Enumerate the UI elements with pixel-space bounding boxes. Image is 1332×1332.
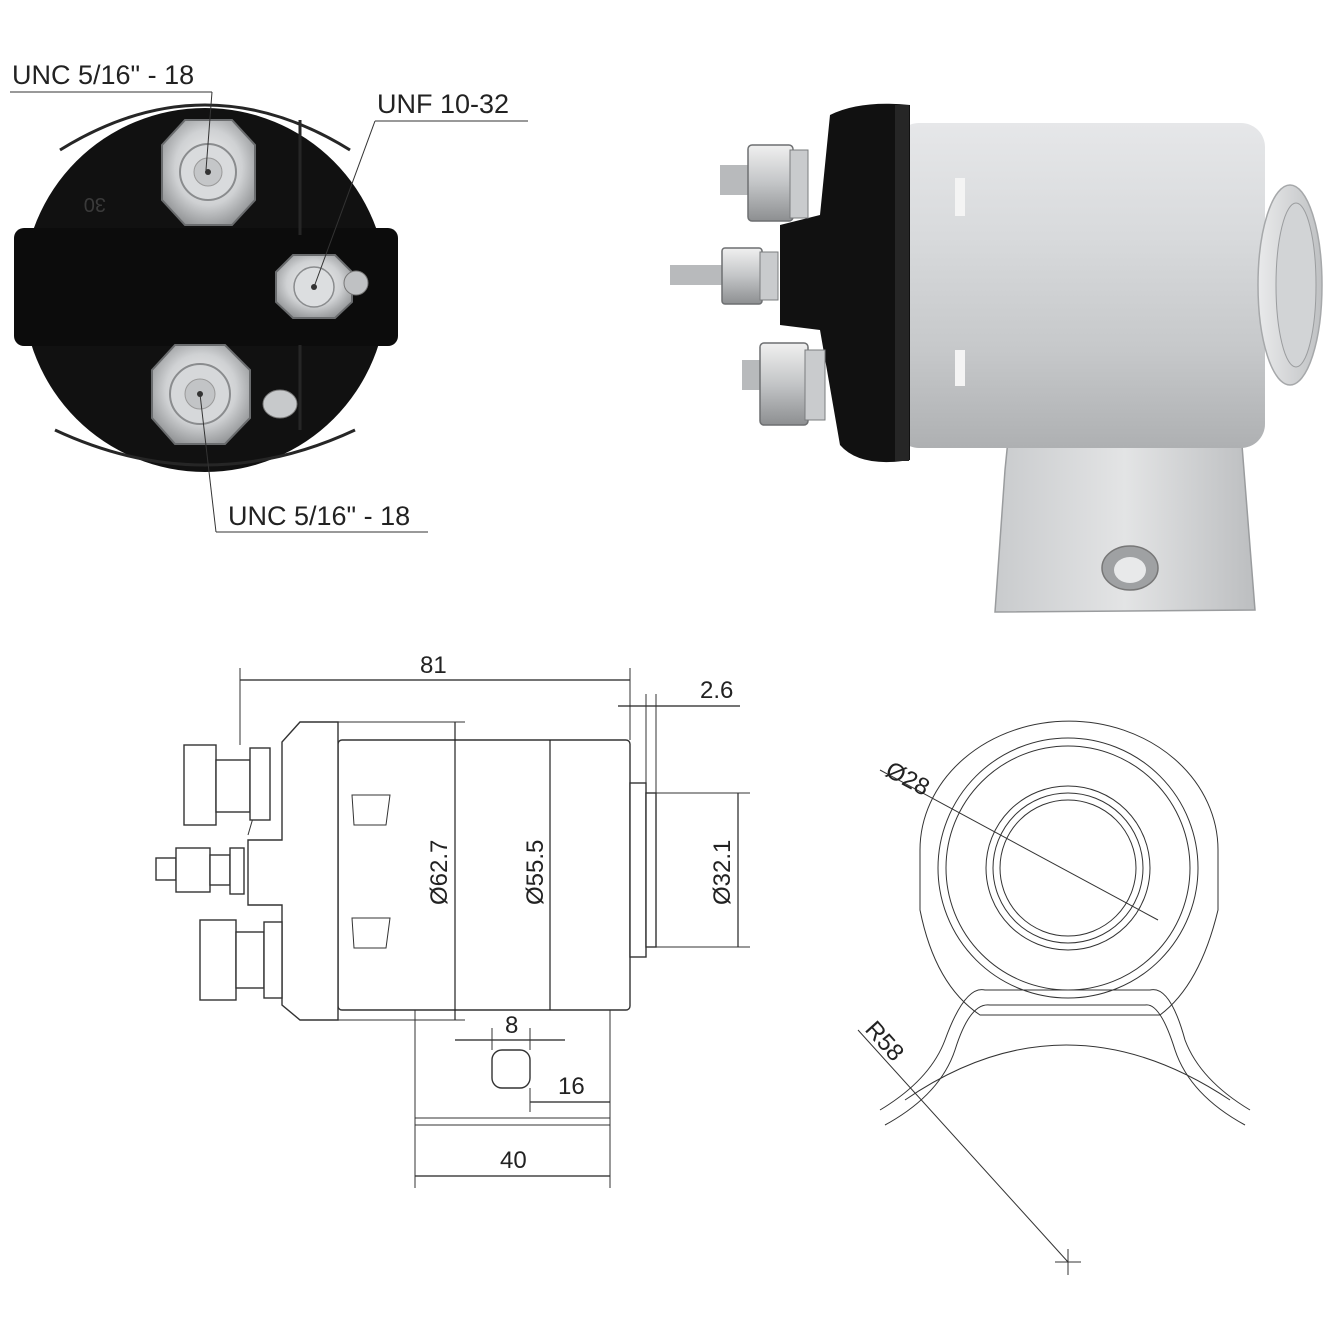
dim-diameter-nose: Ø32.1 — [709, 840, 736, 905]
terminal-stud-top — [161, 119, 256, 226]
thread-label-bottom: UNC 5/16" - 18 — [228, 501, 410, 531]
dim-radius: R58 — [860, 1016, 910, 1067]
thread-callouts: UNC 5/16" - 18 UNF 10-32 UNC 5/16" - 18 — [10, 60, 528, 533]
terminal-stud-bottom — [151, 344, 298, 445]
terminal-mark: 30 — [84, 193, 106, 215]
side-stud-small — [670, 247, 779, 305]
thread-label-top: UNC 5/16" - 18 — [12, 60, 194, 90]
end-view-photo: 30 — [14, 103, 398, 472]
dim-diameter-outer: Ø62.7 — [426, 840, 453, 905]
side-view-photo — [670, 103, 1323, 613]
thread-label-mid: UNF 10-32 — [377, 89, 509, 119]
end-drawing: Ø28 R58 — [857, 720, 1251, 1275]
dim-hole: 8 — [505, 1012, 518, 1039]
dim-overall-length: 81 — [420, 652, 447, 679]
side-stud-top — [720, 144, 809, 222]
side-drawing: 81 2.6 Ø62.7 Ø55.5 Ø32.1 8 16 40 — [155, 652, 750, 1188]
dim-diameter-body: Ø55.5 — [522, 840, 549, 905]
cap-ridge — [59, 103, 351, 152]
dim-hole-offset: 16 — [558, 1073, 585, 1100]
dim-bracket-width: 40 — [500, 1147, 527, 1174]
black-terminal-cap — [780, 103, 910, 463]
dim-flange: 2.6 — [700, 677, 733, 704]
side-stud-bottom — [742, 342, 826, 426]
solenoid-body — [895, 123, 1265, 448]
